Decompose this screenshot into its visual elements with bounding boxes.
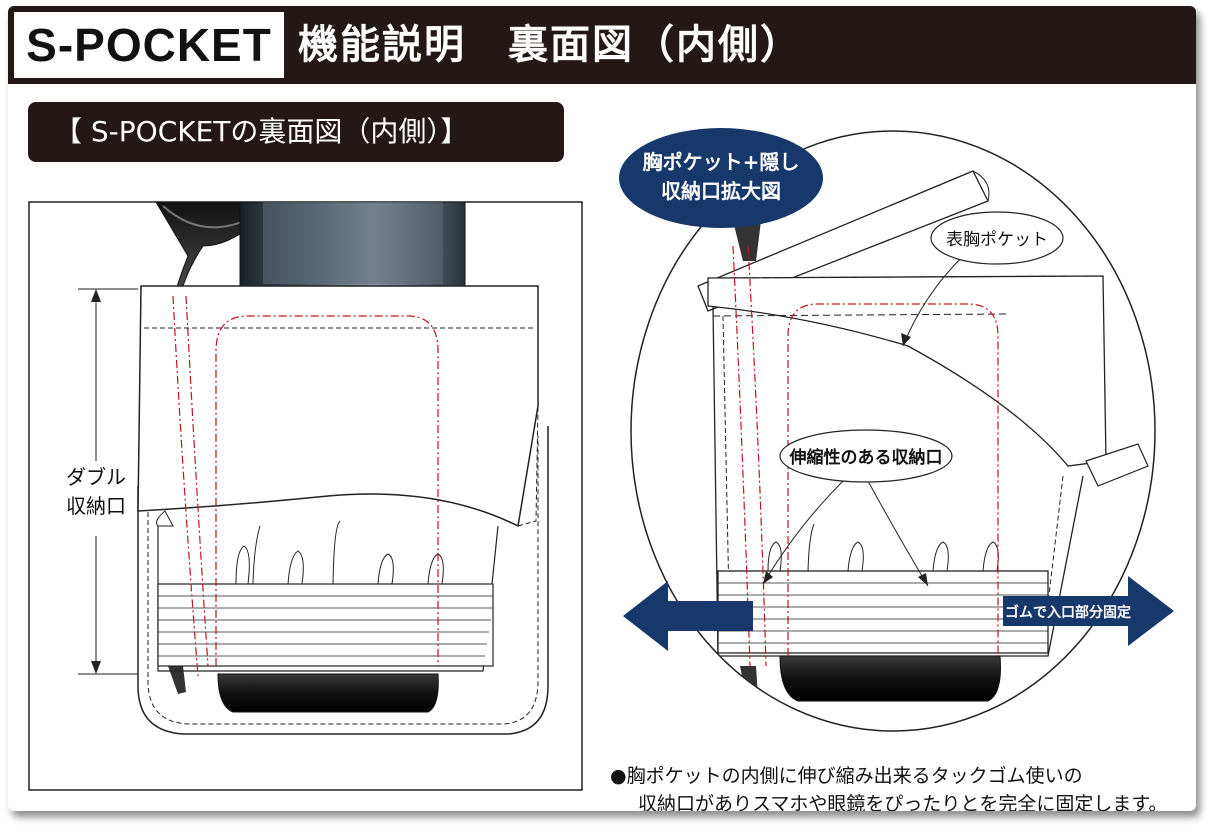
- elastic-band: [157, 583, 494, 667]
- red-stitch-left: [215, 315, 439, 666]
- caption-line1: ●胸ポケットの内側に伸び縮み出来るタックゴム使いの: [610, 765, 1083, 787]
- callout-stretch: 伸縮性のある収納口: [789, 447, 943, 468]
- dimension-label-line2: 収納口: [66, 494, 126, 518]
- page-title: 機能説明 裏面図（内側）: [298, 22, 802, 68]
- zoom-badge: [619, 128, 823, 228]
- callout-pocket-bubble: [930, 211, 1064, 265]
- dimension-label-line1: ダブル: [66, 465, 126, 489]
- zoom-pouch: [779, 655, 1001, 702]
- callout-pocket: 表胸ポケット: [946, 230, 1048, 250]
- brand-label: S-POCKET: [14, 12, 284, 78]
- garment-outline: [137, 426, 549, 735]
- caption-line2: 収納口がありスマホや眼鏡をぴったりとを完全に固定します。: [638, 793, 1168, 811]
- caption: ●胸ポケットの内側に伸び縮み出来るタックゴム使いの 収納口がありスマホや眼鏡をぴ…: [610, 762, 1190, 811]
- content-card: S-POCKET 機能説明 裏面図（内側） 【 S-POCKETの裏面図（内側）…: [8, 6, 1196, 811]
- zoom-badge-line1: 胸ポケット+隠し: [643, 150, 800, 174]
- arrow-left: [623, 581, 753, 651]
- title-bar: S-POCKET 機能説明 裏面図（内側）: [8, 6, 1196, 84]
- chest-pocket: [707, 275, 1107, 467]
- arrow-label: ゴムで入口部分固定: [1005, 604, 1131, 621]
- left-diagram: ダブル 収納口: [28, 128, 1174, 791]
- section-subtitle: 【 S-POCKETの裏面図（内側）】: [28, 102, 564, 162]
- arrow-right: [1003, 576, 1174, 646]
- zoom-badge-line2: 収納口拡大図: [661, 179, 781, 203]
- callout-stretch-bubble: [779, 429, 953, 483]
- pocket-flap: [137, 285, 539, 528]
- zoom-elastic-band: [717, 570, 1049, 654]
- pouch: [217, 673, 439, 713]
